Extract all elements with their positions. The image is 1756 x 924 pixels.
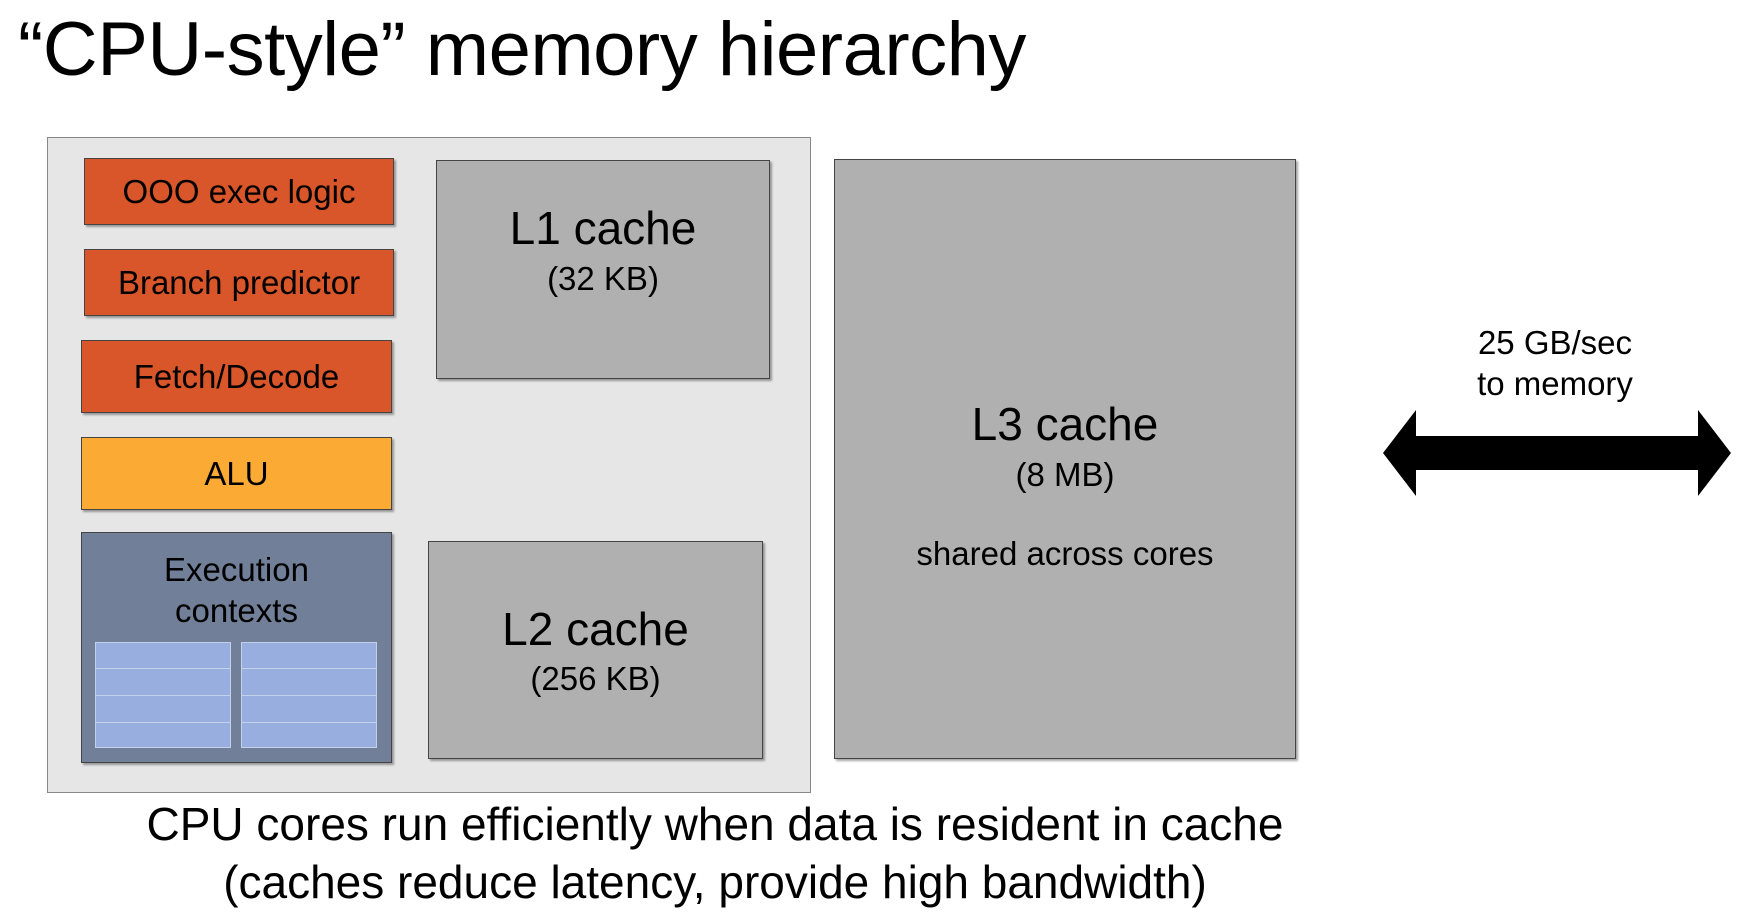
l1-cache-block: L1 cache (32 KB): [436, 160, 770, 379]
execution-contexts-label-line1: Execution: [164, 551, 309, 588]
l3-cache-note: shared across cores: [916, 534, 1214, 572]
l3-cache-label: L3 cache: [971, 398, 1159, 450]
branch-predictor-block: Branch predictor: [84, 249, 394, 316]
register-file-right: [241, 642, 377, 748]
l1-cache-label: L1 cache: [509, 202, 697, 255]
branch-predictor-label: Branch predictor: [117, 263, 361, 301]
memory-bandwidth-label: 25 GB/sec to memory: [1433, 322, 1677, 404]
alu-label: ALU: [204, 454, 269, 492]
fetch-decode-label: Fetch/Decode: [133, 357, 340, 395]
register-file-left: [95, 642, 231, 748]
fetch-decode-block: Fetch/Decode: [81, 340, 392, 413]
ooo-exec-logic-block: OOO exec logic: [84, 158, 394, 225]
caption-line1: CPU cores run efficiently when data is r…: [146, 798, 1284, 850]
l2-cache-size: (256 KB): [530, 660, 661, 698]
l2-cache-label: L2 cache: [502, 602, 689, 655]
l3-cache-block: L3 cache (8 MB) shared across cores: [834, 159, 1296, 759]
l1-cache-size: (32 KB): [547, 259, 659, 297]
double-arrow-icon: [1383, 410, 1731, 496]
l2-cache-block: L2 cache (256 KB): [428, 541, 763, 759]
alu-block: ALU: [81, 437, 392, 510]
memory-bandwidth-target: to memory: [1477, 365, 1633, 402]
l3-cache-size: (8 MB): [1015, 455, 1115, 493]
caption-line2: (caches reduce latency, provide high ban…: [223, 856, 1207, 908]
memory-bandwidth-value: 25 GB/sec: [1477, 324, 1633, 361]
ooo-exec-logic-label: OOO exec logic: [122, 172, 356, 210]
page-title: “CPU-style” memory hierarchy: [18, 7, 1026, 92]
execution-contexts-label-line2: contexts: [175, 592, 298, 629]
